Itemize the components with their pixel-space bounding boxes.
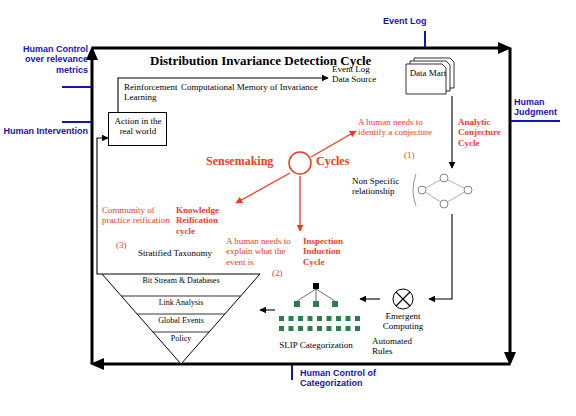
flow-arrow: [260, 309, 275, 310]
cycle-note: (2): [272, 268, 292, 278]
taxonomy-band: Global Events: [151, 316, 212, 327]
action-box: Action in the real world: [108, 112, 167, 146]
human-control-label: Event Log: [383, 16, 443, 26]
node-text: Link Analysis: [135, 298, 228, 307]
node-text: Non Specific relationship: [352, 176, 402, 197]
flow-label: Reinforcement Learning: [124, 82, 180, 103]
node-text: Stratified Taxonomy: [138, 248, 218, 258]
human-control-label: Human Control of Categorization: [300, 368, 400, 389]
node-text: Data Mart: [406, 68, 450, 78]
human-control-label: Human Judgment: [514, 97, 574, 118]
human-control-label: Human Intervention: [2, 126, 88, 136]
cycle-note: Inspection Induction Cycle: [303, 236, 355, 267]
frame-arrowheads: [86, 42, 516, 370]
sensemaking-arrows: [236, 131, 356, 231]
human-ticks: [62, 31, 560, 380]
cycle-note: Community of practice reification: [102, 205, 176, 226]
node-text: SLIP Categorization: [275, 340, 357, 350]
flow-label: Automated Rules: [372, 336, 422, 357]
cycle-note: A human needs to identify a conjecture: [358, 117, 438, 138]
flow-arrow: [451, 96, 452, 168]
node-text: Action in the real world: [112, 116, 164, 137]
data-mart: Event Log Data Source Data Mart: [328, 56, 454, 96]
sensemaking-circle: Sensemaking Cycles: [206, 150, 363, 180]
node-text: Emergent Computing: [380, 311, 426, 332]
node-text: Global Events: [151, 316, 212, 325]
human-control-label: Human Control over relevance metrics: [2, 44, 88, 75]
cycle-note: Analytic Conjecture Cycle: [458, 117, 508, 148]
flow-arrow: [429, 214, 452, 299]
node-text: Event Log Data Source: [332, 64, 382, 85]
cycle-note: Knowledge Reification cycle: [176, 205, 232, 236]
cycle-note: (3): [116, 240, 136, 250]
node-text: Policy: [166, 334, 195, 343]
flow-label: Computational Memory of Invariance: [181, 82, 331, 92]
slip-categorization: SLIP Categorization: [275, 282, 360, 356]
cycle-frame: [92, 48, 510, 364]
taxonomy-band: Policy: [166, 334, 195, 345]
cycle-note: (1): [404, 150, 424, 160]
taxonomy-band: Bit Stream & Databases: [115, 276, 246, 287]
taxonomy-band: Link Analysis: [135, 298, 228, 309]
node-text: Sensemaking: [206, 155, 288, 169]
node-text: Cycles: [316, 155, 360, 169]
flow-arrow: [360, 298, 380, 299]
cycle-note: A human needs to explain what the event …: [226, 236, 298, 267]
emergent-computing: Emergent Computing: [380, 288, 429, 335]
relationship-figure: Non Specific relationship: [352, 168, 486, 214]
node-text: Bit Stream & Databases: [115, 276, 246, 285]
